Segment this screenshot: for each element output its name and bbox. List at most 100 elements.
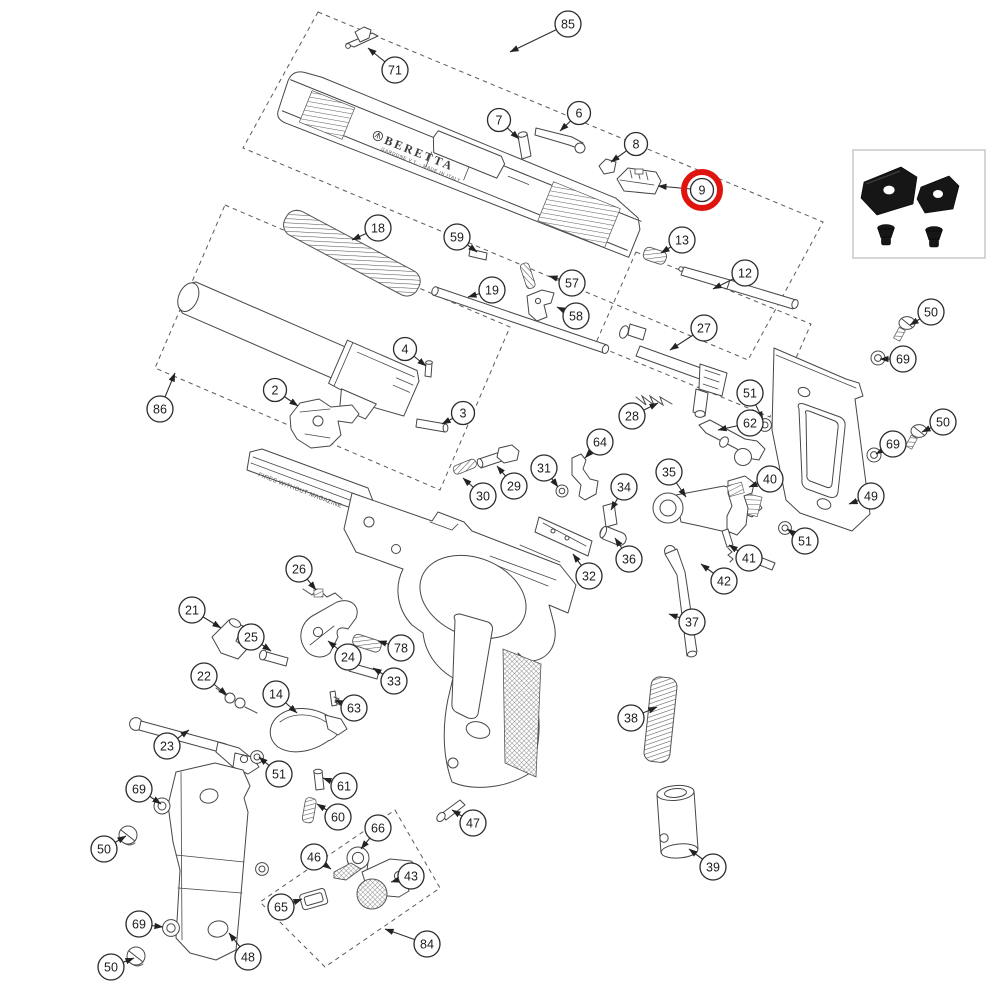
callout-48: 48	[234, 943, 262, 971]
part-51-bushing-c	[250, 750, 264, 764]
svg-text:25: 25	[244, 630, 258, 644]
part-39-tube	[656, 784, 699, 859]
callout-65: 65	[267, 893, 295, 921]
part-69-washer-right-mid	[866, 447, 882, 463]
svg-text:50: 50	[936, 415, 950, 429]
svg-text:41: 41	[742, 551, 756, 565]
callout-27: 27	[690, 314, 718, 342]
callout-51: 51	[265, 760, 293, 788]
svg-text:69: 69	[886, 437, 900, 451]
svg-text:69: 69	[132, 782, 146, 796]
inset-box	[852, 149, 986, 259]
part-62-lever	[698, 419, 766, 466]
callout-78: 78	[387, 634, 415, 662]
callout-32: 32	[575, 562, 603, 590]
callout-69: 69	[125, 775, 153, 803]
callout-12: 12	[731, 259, 759, 287]
part-60-spring	[301, 797, 317, 824]
callout-60: 60	[324, 803, 352, 831]
part-36-plunger	[599, 526, 627, 546]
svg-text:22: 22	[197, 669, 211, 683]
svg-text:40: 40	[763, 472, 777, 486]
svg-text:12: 12	[738, 266, 752, 280]
callout-66: 66	[364, 814, 392, 842]
svg-text:36: 36	[622, 552, 636, 566]
inset-screw-left	[877, 224, 895, 246]
callout-64: 64	[586, 428, 614, 456]
svg-text:2: 2	[272, 383, 279, 397]
part-50-screw-left-bottom	[126, 946, 146, 967]
part-barrel	[177, 281, 420, 420]
svg-text:19: 19	[485, 283, 499, 297]
callout-38: 38	[617, 704, 645, 732]
callout-2: 2	[262, 377, 288, 403]
callout-37: 37	[678, 608, 706, 636]
part-25-pin	[258, 649, 289, 667]
callout-29: 29	[500, 472, 528, 500]
svg-text:35: 35	[662, 465, 676, 479]
svg-text:62: 62	[743, 416, 757, 430]
svg-text:8: 8	[633, 137, 640, 151]
part-50-screw-right-mid	[905, 424, 928, 450]
callout-41: 41	[735, 544, 763, 572]
svg-text:63: 63	[347, 701, 361, 715]
part-4-pin	[424, 360, 433, 378]
svg-text:51: 51	[798, 534, 812, 548]
svg-text:4: 4	[402, 342, 409, 356]
callout-59: 59	[443, 223, 471, 251]
callout-51: 51	[791, 527, 819, 555]
callout-6: 6	[566, 100, 592, 126]
callout-50: 50	[97, 953, 125, 981]
svg-text:51: 51	[272, 767, 286, 781]
svg-text:14: 14	[269, 687, 283, 701]
callout-58: 58	[562, 302, 590, 330]
part-31-nut	[555, 484, 569, 498]
part-38-spring	[643, 676, 678, 763]
svg-text:84: 84	[420, 937, 434, 951]
dashed-region-firing-pin-group	[594, 251, 812, 418]
part-71-front-sight	[345, 26, 379, 49]
svg-text:58: 58	[569, 309, 583, 323]
part-32-plate	[534, 516, 593, 557]
part-24-hammer	[300, 600, 358, 658]
callout-85: 85	[554, 10, 582, 38]
callout-30: 30	[469, 482, 497, 510]
part-49-right-grip	[771, 347, 871, 532]
callout-33: 33	[380, 667, 408, 695]
callout-31: 31	[530, 454, 558, 482]
part-19-guide-rod	[431, 286, 610, 354]
part-61-pin	[313, 768, 325, 791]
callout-35: 35	[655, 458, 683, 486]
part-13-spring	[642, 246, 668, 265]
callout-13: 13	[668, 226, 696, 254]
callout-47: 47	[459, 809, 487, 837]
part-slide: BERETTA GARDONE V.T. - MADE IN ITALY	[277, 71, 642, 258]
callout-71: 71	[381, 56, 409, 84]
inset-sight-plate-right	[916, 175, 960, 214]
part-41-plunger	[721, 528, 734, 563]
part-34-pin	[602, 502, 618, 528]
callout-43: 43	[397, 862, 425, 890]
svg-text:33: 33	[387, 674, 401, 688]
part-78-spring	[352, 633, 382, 653]
svg-text:21: 21	[185, 603, 199, 617]
part-9-rear-sight	[616, 167, 662, 195]
callout-9: 9	[681, 169, 723, 211]
svg-text:59: 59	[450, 230, 464, 244]
svg-text:50: 50	[104, 960, 118, 974]
svg-text:32: 32	[582, 569, 596, 583]
svg-text:34: 34	[617, 480, 631, 494]
part-23-trigger-bar	[129, 717, 260, 775]
part-59-pin	[468, 248, 488, 261]
svg-text:23: 23	[160, 739, 174, 753]
svg-text:66: 66	[371, 821, 385, 835]
svg-text:38: 38	[624, 711, 638, 725]
part-37-strut	[664, 545, 698, 658]
part-frame: FIRES WITHOUT MAGAZINE	[246, 448, 577, 788]
svg-text:7: 7	[496, 113, 503, 127]
callout-57: 57	[558, 269, 586, 297]
svg-text:85: 85	[561, 17, 575, 31]
callout-23: 23	[153, 732, 181, 760]
